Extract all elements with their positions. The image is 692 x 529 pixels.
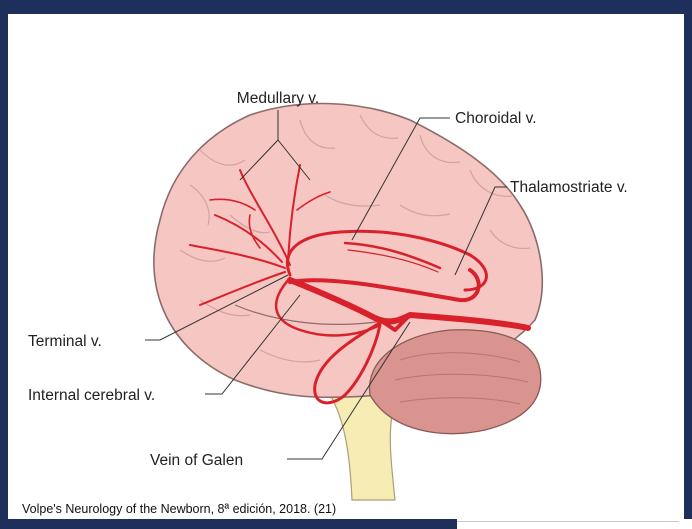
label-vein-of-galen: Vein of Galen (150, 452, 243, 469)
label-choroidal-vein: Choroidal v. (455, 110, 537, 127)
label-terminal-vein: Terminal v. (28, 333, 102, 350)
label-thalamostriate-vein: Thalamostriate v. (510, 179, 628, 196)
label-internal-cerebral-vein: Internal cerebral v. (28, 387, 155, 404)
label-medullary-vein: Medullary v. (237, 90, 319, 107)
source-citation: Volpe's Neurology of the Newborn, 8ª edi… (22, 502, 336, 516)
